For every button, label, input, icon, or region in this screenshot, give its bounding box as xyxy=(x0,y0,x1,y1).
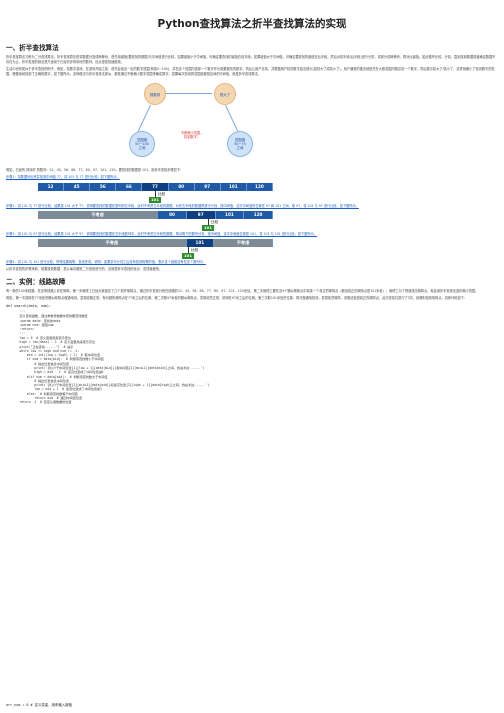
array-cell-mid: 101 xyxy=(186,238,214,247)
array-bar-step1: 12 45 56 66 77 80 97 101 120 xyxy=(38,182,273,191)
code-block: ''' 定义查找函数，通过参数传数据中查找要查找数值 :param data: … xyxy=(19,310,210,405)
section-heading-binary-search: 一、折半查找算法 xyxy=(6,44,59,52)
compare-arrow xyxy=(208,218,209,225)
paragraph-summary: 从折半查找的步骤来看，想要找到数据，是从每次都是二分查找进行的，这就是折半查找的… xyxy=(6,266,163,271)
array-cell: 120 xyxy=(246,182,273,191)
label-range-50-100: 范围缩 50~100 之间 xyxy=(135,138,149,151)
compare-label: 比较 xyxy=(158,191,166,196)
array-cell-ignored: 不考虑 xyxy=(38,210,159,219)
step1-text: 步骤1：将数据列出来并找到中间值 77，将 101 与 77 进行比较，如下图所… xyxy=(6,175,120,180)
key-box: 101 xyxy=(202,224,214,231)
key-box: 101 xyxy=(149,196,161,203)
paragraph-step4: 步骤4：将 101 与 101 进行比较，所得结果相等，查找完成。说明：如果多次… xyxy=(6,260,498,265)
section-heading-example: 二、实例：线路故障 xyxy=(6,277,66,286)
paragraph-example: 例如，已经有 排序好 的数列：12、45、56、66、77、80、97、101、… xyxy=(6,168,184,173)
paragraph-example-desc: 有一条的150米线路，在这条线路上存在故障。第一天维修工已经大致锁定了几个损坏故… xyxy=(6,288,479,293)
array-bar-step3: 不考虑 101 不考虑 xyxy=(38,238,273,247)
page-title: Python查找算法之折半查找算法的实现 xyxy=(157,18,347,30)
paragraph-intro: 折半查找算法又称为二分查找算法，折半查找算法是将数据分割成两等份，首先用键值(要… xyxy=(6,55,496,65)
array-cell: 66 xyxy=(116,182,143,191)
step4-text: 步骤4：将 101 与 101 进行比较，所得结果相等，查找完成。说明：如果多次… xyxy=(6,259,206,264)
arrow-down-left xyxy=(137,104,151,133)
paragraph-example-steps: 例如，第一次选择在77米处的疑似故障点做通电测，发现线路正常，有问题的故障点在7… xyxy=(6,296,468,301)
paragraph-step3: 步骤3：将 101 与 97 进行比较，结果是 101 大于 97，说明要查找的… xyxy=(6,232,498,237)
avatar-guess-left: 猜数例 xyxy=(144,83,166,106)
paragraph-guess-game: 生活中也有类似于折半查找的例子，例如，猜数字游戏。在游戏开始之前，首先会给出一定… xyxy=(6,67,495,77)
red-note: 不断缩小范围， 猜到数字！ xyxy=(181,131,204,140)
label-range-50-75: 范围缩 50~75 之间 xyxy=(234,138,246,151)
range-bubble-right: 范围缩 50~75 之间 xyxy=(227,131,253,158)
array-cell: 97 xyxy=(194,182,221,191)
range-bubble-left: 范围缩 50~100 之间 xyxy=(129,131,155,158)
compare-label: 比较 xyxy=(191,247,199,252)
label-too-big: 猜大了 xyxy=(219,92,231,97)
array-cell-mid: 97 xyxy=(186,210,216,219)
array-cell-ignored: 不考虑 xyxy=(38,238,187,247)
compare-arrow xyxy=(188,246,189,253)
array-cell: 101 xyxy=(220,182,247,191)
compare-marker-step1: 比较 101 xyxy=(38,190,273,204)
array-cell: 80 xyxy=(168,182,195,191)
avatar-guess-right: 猜大了 xyxy=(214,83,236,106)
code-signature: def search(data, num): xyxy=(6,304,51,309)
array-cell: 80 xyxy=(158,210,187,219)
guess-game-diagram: 猜数例 猜大了 范围缩 50~100 之间 范围缩 50~75 之间 不断缩小范… xyxy=(6,81,498,165)
array-cell: 120 xyxy=(244,210,273,219)
array-cell: 101 xyxy=(215,210,245,219)
array-cell: 12 xyxy=(38,182,65,191)
compare-label: 比较 xyxy=(211,219,219,224)
compare-marker-step2: 比较 101 xyxy=(38,218,273,232)
compare-marker-step3: 比较 101 xyxy=(38,246,273,260)
paragraph-step2: 步骤2：将 101 与 77 进行比较，结果是 101 大于 77，说明要查找的… xyxy=(6,204,498,209)
paragraph-step1: 步骤1：将数据列出来并找到中间值 77，将 101 与 77 进行比较，如下图所… xyxy=(6,175,498,180)
array-cell: 56 xyxy=(90,182,117,191)
arrow-down-right xyxy=(225,105,239,133)
compare-arrow xyxy=(155,190,156,197)
array-bar-step2: 不考虑 80 97 101 120 xyxy=(38,210,273,219)
label-guess: 猜数例 xyxy=(149,92,161,97)
key-box: 101 xyxy=(182,252,194,259)
array-cell-ignored: 不考虑 xyxy=(214,238,273,247)
code-tail-line: arr_num = 0 # 定义变量，用来输入键值 xyxy=(6,703,72,707)
step2-text: 步骤2：将 101 与 77 进行比较，结果是 101 大于 77，说明要查找的… xyxy=(6,203,359,208)
array-cell-mid: 77 xyxy=(142,182,169,191)
array-cell: 45 xyxy=(64,182,91,191)
step3-text: 步骤3：将 101 与 97 进行比较，结果是 101 大于 97，说明要查找的… xyxy=(6,231,317,236)
arrow-right xyxy=(166,93,212,95)
